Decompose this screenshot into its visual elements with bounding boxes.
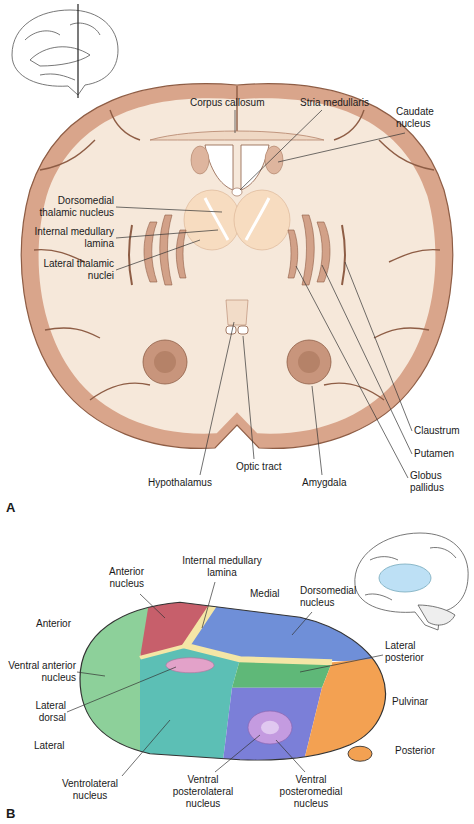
structure-label: Internal medullary lamina (22, 226, 114, 250)
structure-label: Lateral (34, 740, 65, 752)
structure-label: Corpus callosum (190, 97, 264, 109)
leader-lines (116, 110, 412, 478)
part-letter: A (6, 500, 15, 515)
structure-label: Ventral posteromedial nucleus (268, 774, 354, 810)
lateral-icon (355, 533, 468, 630)
structure-label: Putamen (414, 448, 454, 460)
structure-label: Lateral dorsal (18, 700, 66, 724)
structure-label: Pulvinar (392, 696, 428, 708)
structure-label: Ventrolateral nucleus (50, 778, 130, 802)
structure-label: Anterior nucleus (88, 566, 144, 590)
leader-lines (67, 582, 383, 776)
structure-label: Ventral anterior nucleus (6, 660, 76, 684)
sagittal-icon (12, 4, 118, 98)
structure-label: Dorsomedial thalamic nucleus (22, 195, 114, 219)
structure-label: Posterior (395, 745, 435, 757)
structure-label: Internal medullary lamina (180, 555, 264, 579)
coronal-section (21, 84, 452, 449)
structure-label: Stria medullaris (300, 97, 369, 109)
structure-label: Anterior (36, 618, 71, 630)
structure-label: Caudate nucleus (396, 106, 448, 130)
structure-label: Medial (250, 588, 279, 600)
structure-label: Claustrum (414, 425, 460, 437)
structure-label: Optic tract (236, 461, 282, 473)
thalamus (60, 596, 400, 769)
structure-label: Lateral thalamic nuclei (22, 258, 114, 282)
structure-label: Hypothalamus (148, 477, 212, 489)
structure-label: Globus pallidus (410, 470, 462, 494)
structure-label: Amygdala (302, 477, 346, 489)
part-letter: B (6, 806, 15, 821)
structure-label: Ventral posterolateral nucleus (160, 774, 246, 810)
structure-label: Dorsomedial nucleus (300, 585, 364, 609)
structure-label: Lateral posterior (385, 640, 441, 664)
